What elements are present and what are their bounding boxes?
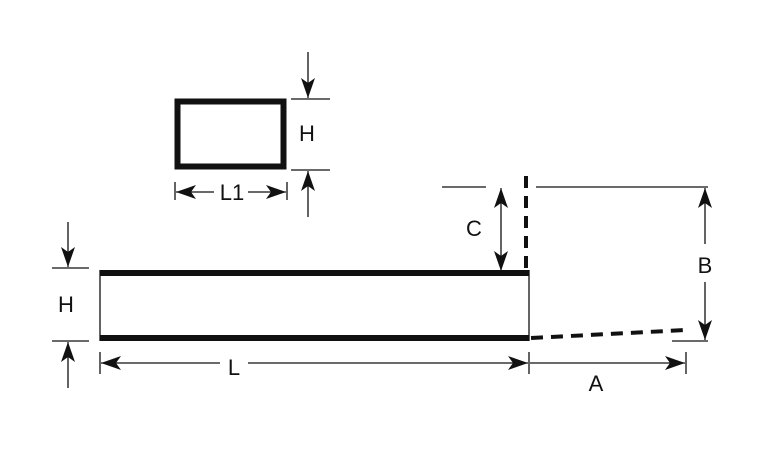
a-label: A [589,371,604,396]
cross-section-rect [174,98,287,170]
l-dimension: L [99,352,530,380]
bar-side-view [99,270,530,341]
bar-h-dimension: H [52,222,89,388]
bar-h-label: H [58,292,74,317]
cross-section: H L1 [174,52,330,217]
b-dimension: B [530,186,713,342]
c-dimension: C [442,176,528,272]
c-label: C [466,216,482,241]
a-dimension: A [530,352,687,396]
b-dashed-deflection [530,328,687,340]
b-label: B [698,253,713,278]
l1-label: L1 [220,180,244,205]
l-label: L [228,355,240,380]
section-h-label: H [299,121,315,146]
